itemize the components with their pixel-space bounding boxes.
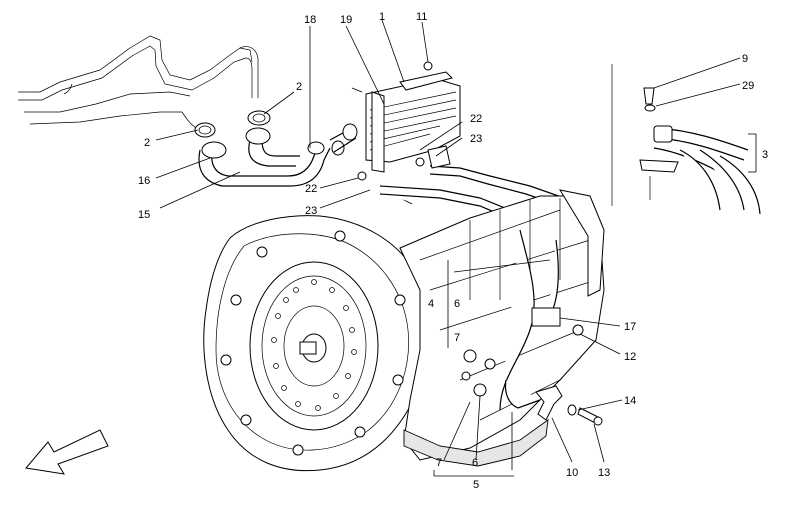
bolt-icon: [572, 324, 584, 336]
body-frame-outline: [18, 35, 259, 129]
callout-14: 14: [624, 395, 636, 407]
callout-7-lower: 7: [436, 457, 442, 469]
callout-23-right: 23: [470, 133, 482, 145]
callout-15: 15: [138, 209, 150, 221]
callout-10: 10: [566, 467, 578, 479]
bracket-icon: [531, 307, 561, 327]
callout-11: 11: [416, 11, 427, 23]
callout-4: 4: [428, 298, 434, 310]
callout-7-upper: 7: [454, 332, 460, 344]
callout-18: 18: [304, 14, 316, 26]
oil-cooler: [351, 61, 461, 205]
leader-lines: [155, 19, 757, 477]
callout-23-left: 23: [305, 205, 317, 217]
callout-22-left: 22: [305, 183, 317, 195]
mount-bracket-10: [535, 385, 603, 426]
callout-5: 5: [473, 479, 479, 491]
callout-3: 3: [762, 149, 768, 161]
callout-22-right: 22: [470, 113, 482, 125]
callout-2-left: 2: [144, 137, 150, 149]
hose-clamp-icon: [194, 122, 216, 138]
callout-1: 1: [379, 11, 385, 23]
washer-icon: [644, 104, 656, 112]
callout-6-lower: 6: [472, 457, 478, 469]
callout-12: 12: [624, 351, 636, 363]
hose-assembly-15-16: [194, 110, 358, 187]
callout-29: 29: [742, 80, 754, 92]
transmission-housing: [203, 189, 605, 472]
washer-icon: [567, 404, 577, 416]
callout-13: 13: [598, 467, 610, 479]
callout-2-upper: 2: [296, 81, 302, 93]
callout-16: 16: [138, 175, 150, 187]
callout-labels: 18 19 1 11 2 2 16 15 22 23 22 23 9 29 3 …: [138, 11, 768, 491]
hose-clamp-icon: [247, 110, 271, 126]
bolt-icon: [643, 87, 655, 105]
inset-detail-clamp: [611, 64, 761, 215]
callout-9: 9: [742, 53, 748, 65]
front-direction-arrow-icon: [25, 429, 109, 475]
callout-17: 17: [624, 321, 636, 333]
callout-6-upper: 6: [454, 298, 460, 310]
bolt-icon: [423, 61, 433, 71]
callout-19: 19: [340, 14, 352, 26]
